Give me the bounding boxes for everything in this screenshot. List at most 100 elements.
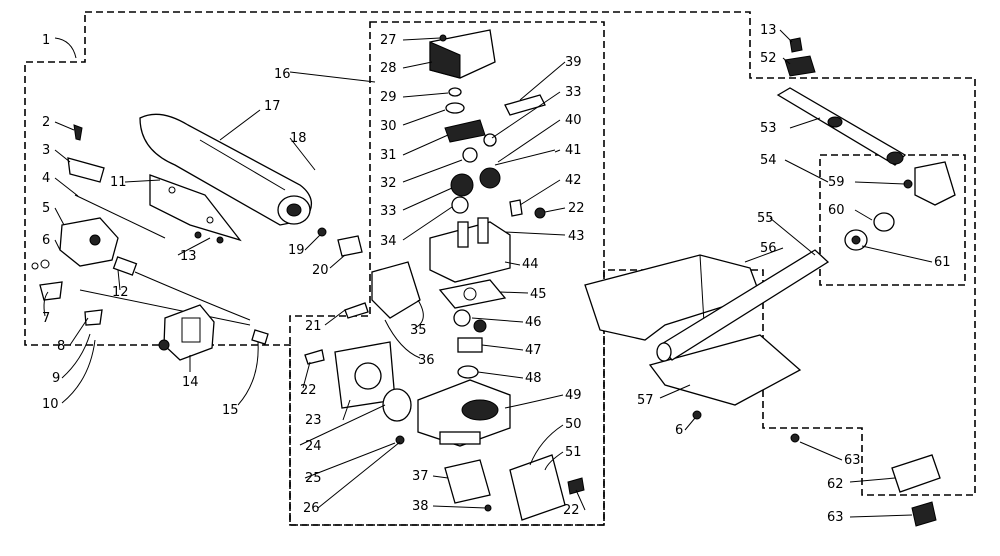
nut-26 — [395, 435, 405, 445]
orifice-20 — [337, 235, 363, 257]
label-26: 26 — [303, 501, 320, 516]
label-61: 61 — [934, 255, 951, 270]
knob-24 — [382, 388, 412, 422]
label-40: 40 — [565, 113, 582, 128]
valve-body-44 — [429, 217, 511, 283]
burner-bracket — [584, 254, 802, 406]
plate-23 — [334, 341, 396, 409]
label-32: 32 — [380, 176, 397, 191]
spring-29 — [448, 87, 462, 97]
screw-icon — [73, 124, 83, 141]
gasket-45 — [438, 279, 507, 309]
label-49: 49 — [565, 388, 582, 403]
label-33-top: 33 — [565, 85, 582, 100]
igniter-module — [158, 304, 215, 361]
cap-62 — [891, 454, 941, 493]
gear-assembly — [450, 149, 556, 197]
plate-31 — [444, 119, 486, 143]
label-39: 39 — [565, 55, 582, 70]
label-15: 15 — [222, 403, 239, 418]
label-37: 37 — [412, 469, 429, 484]
label-13-right: 13 — [760, 23, 777, 38]
label-51: 51 — [565, 445, 582, 460]
wire-rod — [74, 194, 166, 239]
burner-head-59 — [914, 161, 956, 206]
label-29: 29 — [380, 90, 397, 105]
label-62: 62 — [827, 477, 844, 492]
label-2: 2 — [42, 115, 50, 130]
label-7: 7 — [42, 311, 50, 326]
label-38: 38 — [412, 499, 429, 514]
outer-boundary — [24, 11, 976, 526]
label-16: 16 — [274, 67, 291, 82]
clip-63b — [911, 501, 937, 527]
label-57: 57 — [637, 393, 654, 408]
burner-sub-box — [819, 154, 966, 286]
label-58: 6 — [675, 423, 683, 438]
center-assembly-box — [289, 21, 605, 526]
burner-tube — [139, 113, 312, 226]
clip-52 — [784, 55, 816, 77]
screw-13-right — [789, 37, 803, 53]
label-21: 21 — [305, 319, 322, 334]
clip-plate — [67, 157, 105, 183]
screw-27 — [439, 34, 447, 42]
seat-47 — [457, 337, 483, 353]
washer-30 — [445, 102, 465, 114]
washer-32 — [462, 147, 478, 163]
label-31: 31 — [380, 148, 397, 163]
label-5: 5 — [42, 201, 50, 216]
screw-22a — [534, 207, 546, 219]
label-35: 35 — [410, 323, 427, 338]
mounting-bracket — [149, 174, 242, 242]
label-33-left: 33 — [380, 204, 397, 219]
label-48: 48 — [525, 371, 542, 386]
fitting-15 — [251, 329, 269, 345]
screw-59 — [903, 179, 913, 189]
tube-53 — [776, 87, 907, 166]
label-1: 1 — [42, 33, 50, 48]
washer-33 — [483, 133, 497, 147]
label-25: 25 — [305, 471, 322, 486]
spring-46 — [473, 319, 487, 333]
screw-21 — [344, 302, 369, 319]
label-36: 36 — [418, 353, 435, 368]
label-45: 45 — [530, 287, 547, 302]
diaphragm-46 — [453, 309, 471, 327]
bracket-35 — [371, 261, 421, 319]
screw-58 — [692, 410, 702, 420]
washer-34 — [451, 196, 469, 214]
label-54: 54 — [760, 153, 777, 168]
label-14: 14 — [182, 375, 199, 390]
label-20: 20 — [312, 263, 329, 278]
valve-cap — [429, 29, 496, 79]
label-19: 19 — [288, 243, 305, 258]
label-23: 23 — [305, 413, 322, 428]
orifice-fitting — [112, 256, 138, 276]
label-63-upper: 63 — [844, 453, 861, 468]
tube-55 — [656, 249, 830, 362]
screw-13b — [216, 236, 224, 244]
label-22-left: 22 — [300, 383, 317, 398]
main-valve-49 — [417, 379, 511, 447]
nut-19 — [317, 227, 327, 237]
label-55: 55 — [757, 211, 774, 226]
solenoid-37 — [444, 459, 491, 504]
screw-22c — [567, 477, 585, 495]
label-63-lower: 63 — [827, 510, 844, 525]
label-11: 11 — [110, 175, 127, 190]
label-18: 18 — [290, 131, 307, 146]
label-56: 56 — [760, 241, 777, 256]
spring-42 — [509, 199, 523, 217]
label-3: 3 — [42, 143, 50, 158]
screw-63a — [790, 433, 800, 443]
label-17: 17 — [264, 99, 281, 114]
label-50: 50 — [565, 417, 582, 432]
label-46: 46 — [525, 315, 542, 330]
label-6: 6 — [42, 233, 50, 248]
cover-51 — [509, 454, 566, 521]
label-9: 9 — [52, 371, 60, 386]
thermocouple-line — [79, 289, 251, 326]
